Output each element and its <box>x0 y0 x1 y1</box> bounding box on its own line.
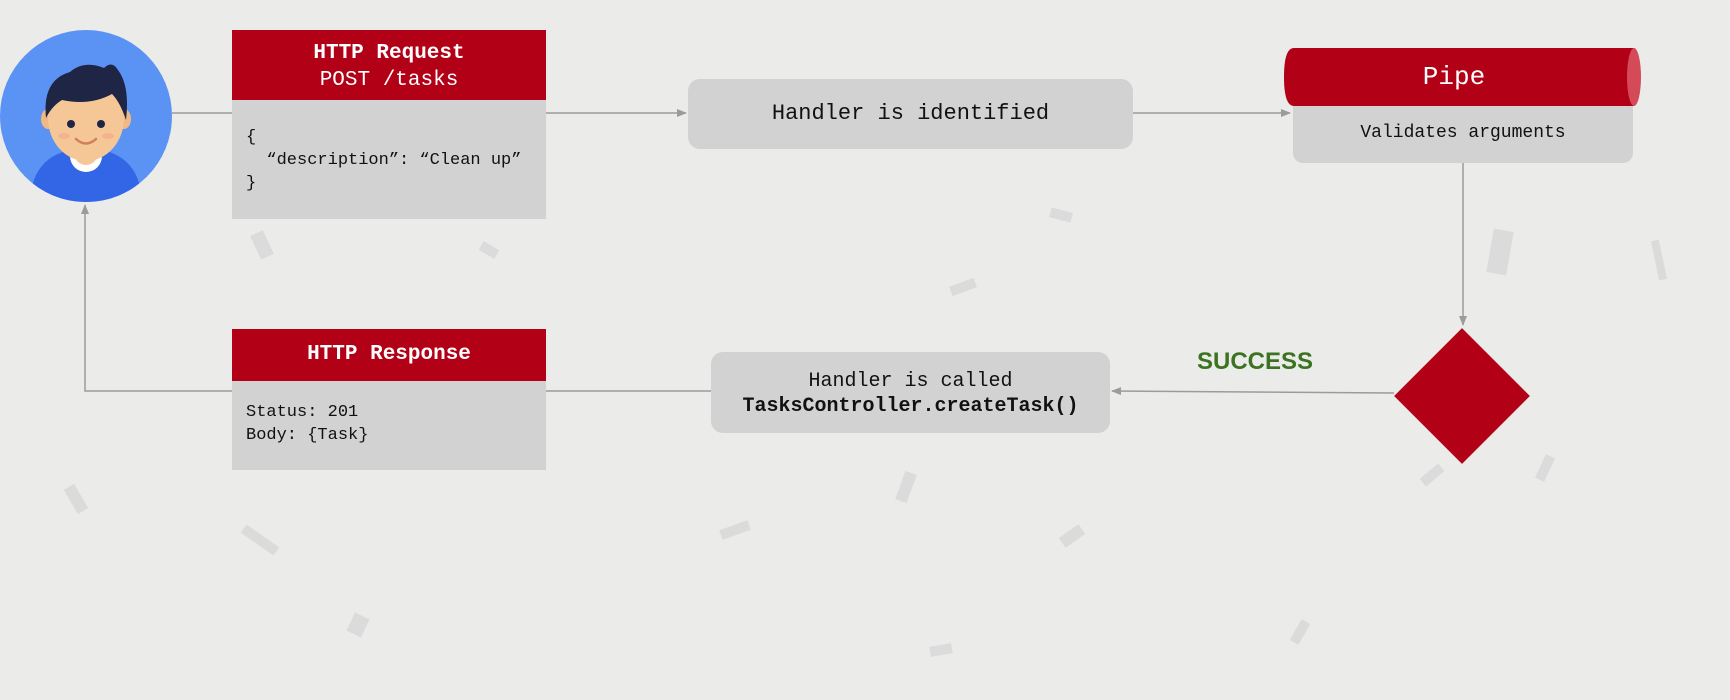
user-avatar <box>0 30 172 202</box>
http-request-box: HTTP Request POST /tasks { “description”… <box>232 30 546 219</box>
http-response-body: Status: 201 Body: {Task} <box>246 403 369 445</box>
http-request-header: HTTP Request POST /tasks <box>232 30 546 100</box>
http-response-title: HTTP Response <box>232 329 546 381</box>
arrow-decision-to-called <box>1111 387 1395 396</box>
pipe-title: Pipe <box>1422 62 1486 92</box>
pipe-description: Validates arguments <box>1293 100 1633 163</box>
http-request-body: { “description”: “Clean up” } <box>246 128 522 193</box>
http-request-route: POST /tasks <box>319 69 459 92</box>
handler-identified-box: Handler is identified <box>688 79 1133 149</box>
success-label: SUCCESS <box>1197 348 1314 375</box>
user-avatar-icon <box>30 64 142 202</box>
handler-method-name: TasksController.createTask() <box>742 395 1079 418</box>
handler-called-box: Handler is called TasksController.create… <box>711 352 1110 433</box>
http-response-box: HTTP Response Status: 201 Body: {Task} <box>232 329 546 470</box>
arrow-response-to-avatar <box>81 204 232 392</box>
pipe-cylinder-shape <box>1284 48 1641 106</box>
handler-called-label: Handler is called <box>808 370 1013 393</box>
http-request-title: HTTP Request <box>313 42 465 65</box>
